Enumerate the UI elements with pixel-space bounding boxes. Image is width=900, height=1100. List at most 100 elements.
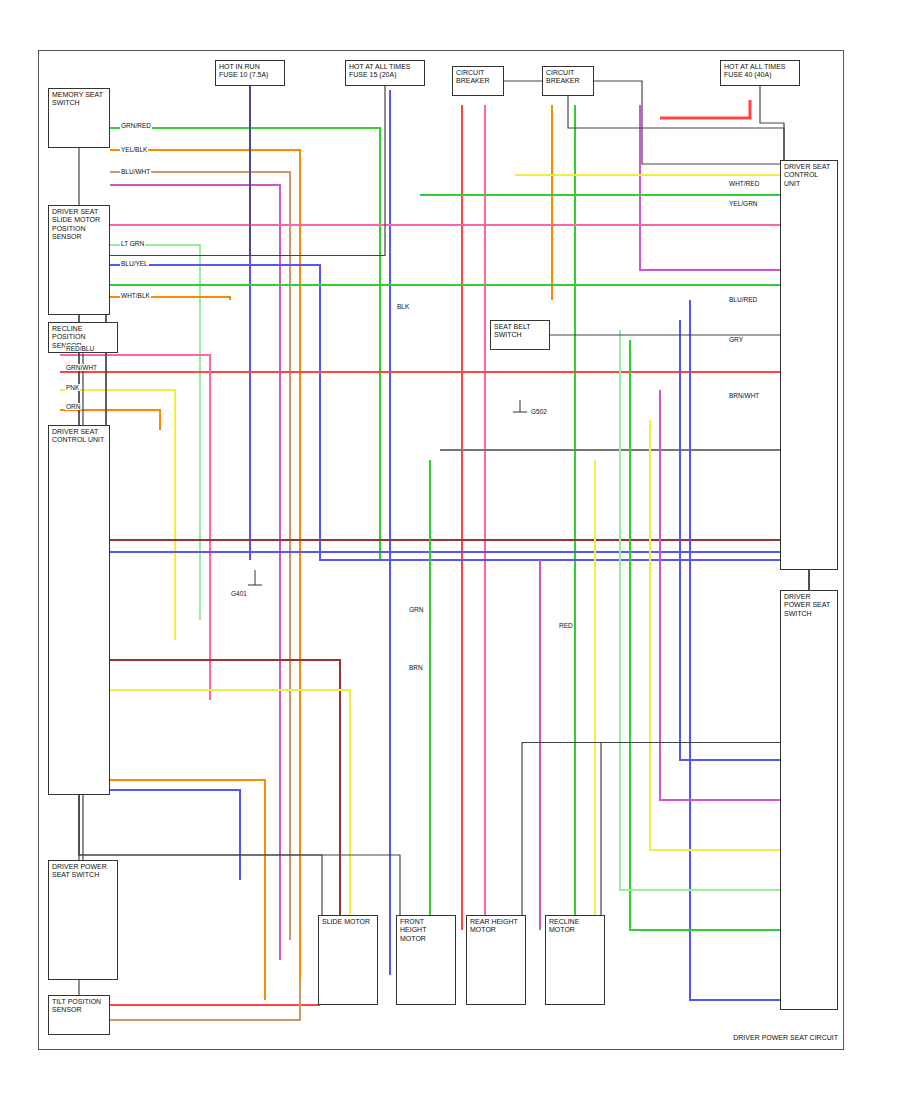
wire	[620, 330, 780, 890]
component-label: DRIVER SEAT SLIDE MOTOR POSITION SENSOR	[52, 208, 106, 242]
wire	[660, 100, 750, 118]
circuit-wire	[601, 570, 809, 915]
wire	[110, 284, 780, 286]
circuit-wire	[550, 335, 780, 336]
wire	[429, 460, 431, 930]
component-label: FUSE 40 (40A)	[724, 71, 796, 79]
wire	[640, 105, 780, 270]
component-label: HOT IN RUN	[219, 63, 281, 71]
wire-label: WHT/BLK	[120, 292, 151, 299]
component-box: HOT AT ALL TIMESFUSE 40 (40A)	[720, 60, 800, 86]
component-label: FUSE 10 (7.5A)	[219, 71, 281, 79]
circuit-wire	[760, 86, 784, 160]
component-box: DRIVER POWER SEAT SWITCH	[780, 590, 838, 1010]
wire	[574, 105, 576, 930]
wire	[551, 105, 553, 300]
wire	[110, 690, 350, 920]
component-label: CIRCUIT BREAKER	[546, 69, 590, 86]
wire-label: YEL/BLK	[120, 146, 148, 153]
component-label: MEMORY SEAT SWITCH	[52, 91, 106, 108]
component-label: HOT AT ALL TIMES	[724, 63, 796, 71]
wire	[110, 780, 265, 1000]
wire	[515, 174, 780, 176]
wire	[110, 128, 380, 560]
wire	[594, 460, 596, 930]
component-label: SLIDE MOTOR	[322, 918, 374, 926]
wire	[110, 224, 780, 226]
component-box: DRIVER SEAT CONTROL UNIT	[48, 425, 110, 795]
wire-label: BLU/WHT	[120, 168, 151, 175]
ground-symbol	[520, 400, 521, 412]
wire-label: BLK	[396, 303, 410, 310]
wire	[420, 194, 780, 196]
component-label: DRIVER POWER SEAT SWITCH	[52, 863, 114, 880]
wire-label: WHT/RED	[728, 180, 760, 187]
component-box: HOT IN RUNFUSE 10 (7.5A)	[215, 60, 285, 86]
wire-label: BLU/YEL	[120, 260, 149, 267]
component-label: FRONT HEIGHT MOTOR	[400, 918, 452, 943]
wire-label: GRN/WHT	[65, 364, 98, 371]
wire-label: BRN	[408, 664, 424, 671]
wire	[110, 980, 300, 1020]
component-label: TILT POSITION SENSOR	[52, 998, 106, 1015]
circuit-wire	[79, 795, 400, 915]
wire	[650, 420, 780, 850]
wire	[110, 185, 280, 960]
wire-label: G401	[230, 590, 248, 597]
wire-label: GRN/RED	[120, 122, 152, 129]
circuit-wire	[809, 570, 810, 590]
circuit-wire	[568, 96, 784, 160]
component-box: HOT AT ALL TIMESFUSE 15 (20A)	[345, 60, 425, 86]
wire-label: BLU/RED	[728, 296, 758, 303]
wire	[110, 660, 340, 920]
component-label: HOT AT ALL TIMES	[349, 63, 421, 71]
wire	[440, 449, 780, 451]
wire	[461, 105, 463, 930]
wire	[110, 245, 200, 620]
component-box: RECLINE MOTOR	[545, 915, 605, 1005]
ground-symbol	[255, 570, 256, 585]
wire-label: G502	[530, 408, 548, 415]
wire-label: GRN	[408, 606, 424, 613]
wire-label: GRY	[728, 336, 744, 343]
wire-label: YEL/GRN	[728, 200, 759, 207]
component-box: CIRCUIT BREAKER	[452, 66, 504, 96]
circuit-wire	[83, 795, 84, 860]
component-label: DRIVER SEAT CONTROL UNIT	[784, 163, 834, 188]
wire	[110, 790, 240, 880]
wire	[680, 320, 780, 760]
component-box: CIRCUIT BREAKER	[542, 66, 594, 96]
component-label: CIRCUIT BREAKER	[456, 69, 500, 86]
circuit-wire	[522, 570, 809, 915]
wire	[630, 340, 780, 930]
component-label: RECLINE MOTOR	[549, 918, 601, 935]
wire-label: BRN/WHT	[728, 392, 760, 399]
wire-label: ORN	[65, 403, 81, 410]
component-box: DRIVER SEAT SLIDE MOTOR POSITION SENSOR	[48, 205, 110, 315]
component-label: FUSE 15 (20A)	[349, 71, 421, 79]
wire-label: LT GRN	[120, 240, 145, 247]
component-box: SLIDE MOTOR	[318, 915, 378, 1005]
component-box: DRIVER SEAT CONTROL UNIT	[780, 160, 838, 570]
diagram-caption: DRIVER POWER SEAT CIRCUIT	[731, 1034, 840, 1041]
wire-label: RED/BLU	[65, 345, 95, 352]
diagram-frame	[38, 50, 844, 1050]
wire	[110, 172, 290, 940]
wire-label: PNK	[65, 384, 80, 391]
component-box: MEMORY SEAT SWITCH	[48, 88, 110, 148]
wire	[110, 1004, 320, 1006]
component-box: TILT POSITION SENSOR	[48, 995, 110, 1035]
wire	[389, 90, 391, 975]
ground-symbol	[513, 412, 527, 413]
circuit-wire	[106, 86, 385, 425]
component-box: SEAT BELT SWITCH	[490, 320, 550, 350]
component-label: DRIVER SEAT CONTROL UNIT	[52, 428, 106, 445]
wire	[660, 390, 780, 800]
component-box: FRONT HEIGHT MOTOR	[396, 915, 456, 1005]
component-label: REAR HEIGHT MOTOR	[470, 918, 522, 935]
wire	[60, 371, 780, 373]
wire-label: RED	[558, 622, 574, 629]
component-box: DRIVER POWER SEAT SWITCH	[48, 860, 118, 980]
wire	[690, 300, 780, 1000]
